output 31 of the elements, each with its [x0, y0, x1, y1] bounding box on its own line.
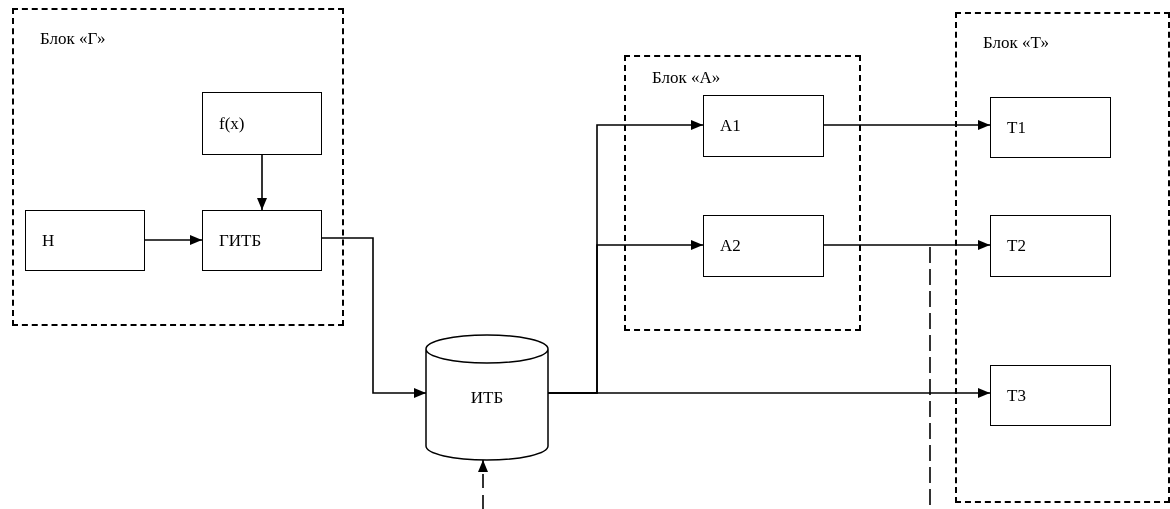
arrow	[547, 388, 991, 398]
node-label: ГИТБ	[219, 230, 262, 251]
process-box	[703, 95, 824, 157]
process-box	[25, 210, 145, 271]
arrow	[257, 154, 267, 211]
dashed-group-frame	[12, 8, 344, 326]
process-box	[990, 97, 1111, 158]
node-label: Т1	[1007, 117, 1026, 138]
process-box	[990, 215, 1111, 277]
process-box	[703, 215, 824, 277]
node-label: ИТБ	[470, 387, 504, 408]
node-label: А1	[720, 116, 741, 136]
node-label: Т2	[1007, 236, 1026, 256]
dashed-group-frame	[955, 12, 1170, 503]
node-label: Н	[42, 230, 55, 251]
group-heading: Блок «Т»	[983, 34, 1049, 53]
node-label: f(x)	[219, 113, 245, 134]
arrow	[144, 235, 203, 245]
group-heading: Блок «А»	[652, 69, 721, 88]
group-heading: Блок «Г»	[40, 30, 106, 49]
process-box	[202, 210, 322, 271]
node-label: А2	[720, 236, 741, 256]
arrow	[823, 120, 991, 130]
dashed-group-frame	[624, 55, 861, 331]
arrow	[823, 240, 991, 250]
database-cylinder	[426, 335, 548, 460]
node-label: Т3	[1007, 385, 1026, 406]
process-box	[202, 92, 322, 155]
process-box	[990, 365, 1111, 426]
arrow	[478, 459, 488, 509]
arrow	[321, 237, 427, 398]
